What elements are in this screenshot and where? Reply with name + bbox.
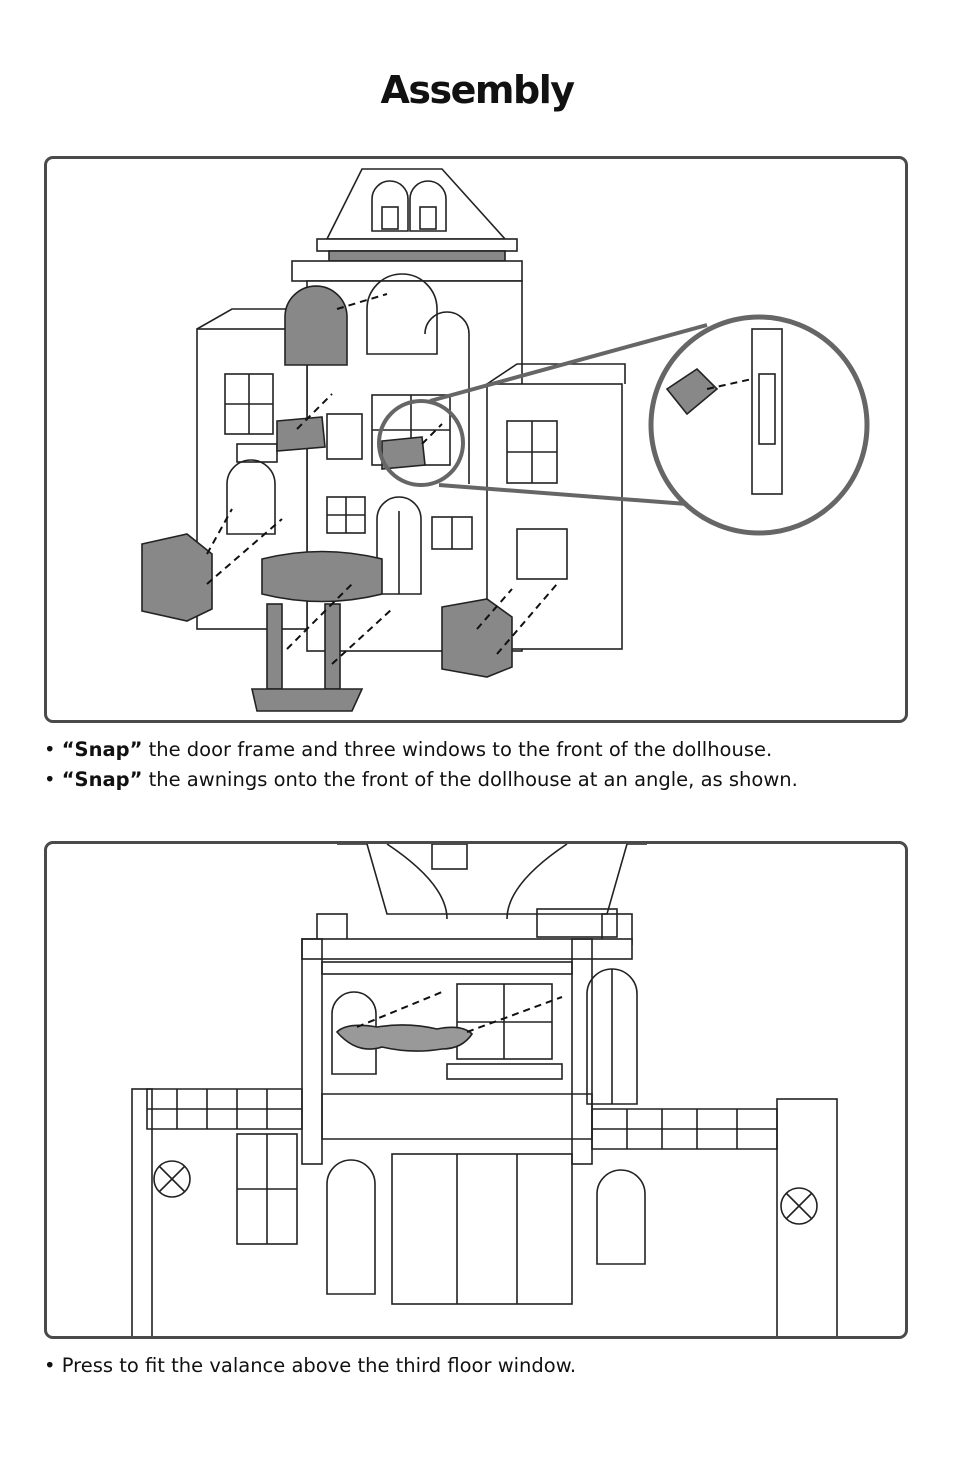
- instruction-line: • “Snap” the door frame and three window…: [44, 735, 798, 765]
- instruction-text: the door frame and three windows to the …: [142, 738, 773, 761]
- step-2-instructions: • Press to fit the valance above the thi…: [44, 1351, 576, 1381]
- bullet: •: [44, 738, 56, 761]
- instruction-line: • “Snap” the awnings onto the front of t…: [44, 765, 798, 795]
- page-title: Assembly: [380, 68, 575, 112]
- emphasis-snap: “Snap”: [61, 738, 143, 761]
- instruction-line: • Press to fit the valance above the thi…: [44, 1351, 576, 1381]
- step-1-instructions: • “Snap” the door frame and three window…: [44, 735, 798, 795]
- instruction-text: the awnings onto the front of the dollho…: [142, 768, 798, 791]
- dollhouse-front-illustration: [141, 168, 870, 712]
- bullet: •: [44, 1354, 56, 1377]
- emphasis-snap: “Snap”: [61, 768, 143, 791]
- instruction-text: Press to fit the valance above the third…: [55, 1354, 577, 1377]
- illustration-panel-front-assembly: [44, 156, 908, 723]
- illustration-panel-valance: [44, 841, 908, 1339]
- bullet: •: [44, 768, 56, 791]
- valance-installation-illustration: [131, 844, 838, 1336]
